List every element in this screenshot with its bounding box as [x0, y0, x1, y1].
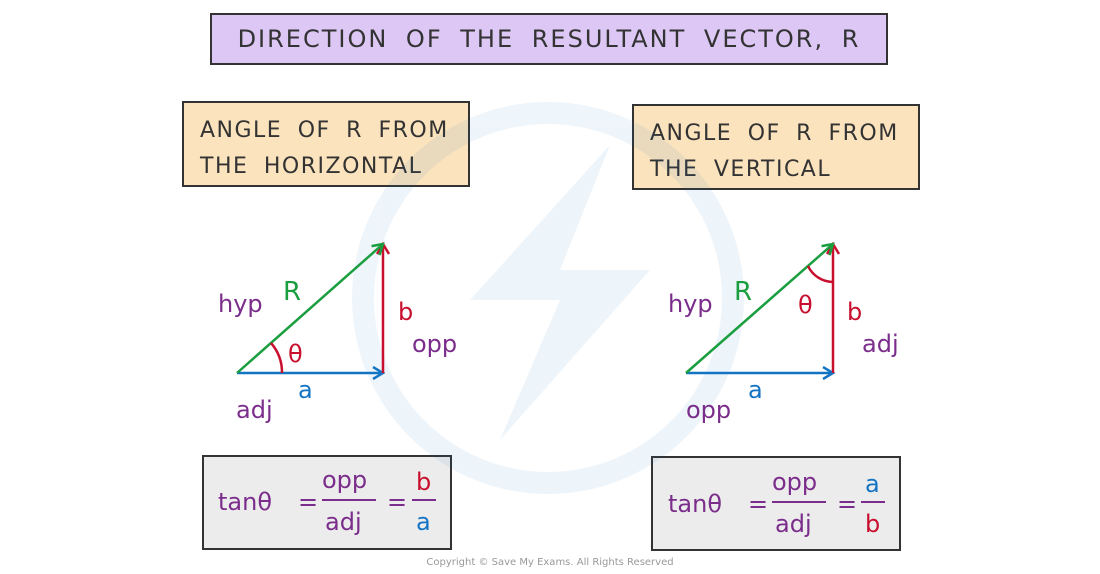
right-label-a: a: [748, 376, 763, 404]
right-angle-arc: [806, 265, 834, 284]
right-label-line1: ANGLE OF R FROM: [650, 121, 899, 146]
right-label-opp: opp: [686, 396, 731, 424]
right-formula-box: [651, 456, 901, 551]
right-label-theta: θ: [798, 291, 813, 319]
right-formula-den2: b: [865, 510, 880, 538]
page-title: DIRECTION OF THE RESULTANT VECTOR, R: [237, 25, 861, 53]
left-label-line1: ANGLE OF R FROM: [200, 118, 449, 143]
left-formula-eq1: =: [298, 488, 318, 516]
left-label-theta: θ: [288, 340, 303, 368]
left-label-box: ANGLE OF R FROM THE HORIZONTAL: [182, 101, 470, 187]
right-triangle: R θ b a hyp adj opp: [668, 244, 899, 424]
left-label-hyp: hyp: [218, 290, 263, 318]
left-label-adj: adj: [236, 396, 273, 424]
watermark-logo: [352, 102, 744, 494]
left-formula-num2: b: [416, 468, 431, 496]
right-label-box: ANGLE OF R FROM THE VERTICAL: [632, 104, 920, 190]
right-formula-den1: adj: [775, 510, 812, 538]
right-vector-r-arrow: [685, 244, 833, 374]
right-label-line2: THE VERTICAL: [650, 157, 832, 182]
right-formula-num1: opp: [772, 468, 817, 496]
left-formula-lhs: tanθ: [218, 488, 272, 516]
left-label-opp: opp: [412, 330, 457, 358]
left-label-r: R: [283, 277, 301, 307]
left-label-b: b: [398, 298, 413, 326]
left-triangle: R b a θ hyp opp adj: [218, 244, 457, 424]
right-label-b: b: [847, 298, 862, 326]
right-formula-lhs: tanθ: [668, 490, 722, 518]
left-formula-num1: opp: [322, 466, 367, 494]
right-label-adj: adj: [862, 330, 899, 358]
left-formula-den2: a: [416, 508, 431, 536]
left-formula-den1: adj: [325, 508, 362, 536]
right-formula-eq2: =: [837, 490, 857, 518]
copyright-footer: Copyright © Save My Exams. All Rights Re…: [426, 557, 674, 568]
right-label-hyp: hyp: [668, 290, 713, 318]
left-formula-box: [202, 455, 452, 550]
right-formula-num2: a: [865, 470, 880, 498]
left-label-line2: THE HORIZONTAL: [200, 154, 423, 179]
title-box: DIRECTION OF THE RESULTANT VECTOR, R: [210, 13, 888, 65]
left-label-a: a: [298, 376, 313, 404]
right-formula: tanθ = opp adj = a b: [668, 468, 885, 538]
left-formula: tanθ = opp adj = b a: [218, 466, 436, 536]
right-formula-eq1: =: [748, 490, 768, 518]
left-vector-r-arrow: [236, 244, 383, 374]
left-angle-arc: [270, 342, 284, 374]
right-label-r: R: [734, 277, 752, 307]
left-formula-eq2: =: [387, 488, 407, 516]
